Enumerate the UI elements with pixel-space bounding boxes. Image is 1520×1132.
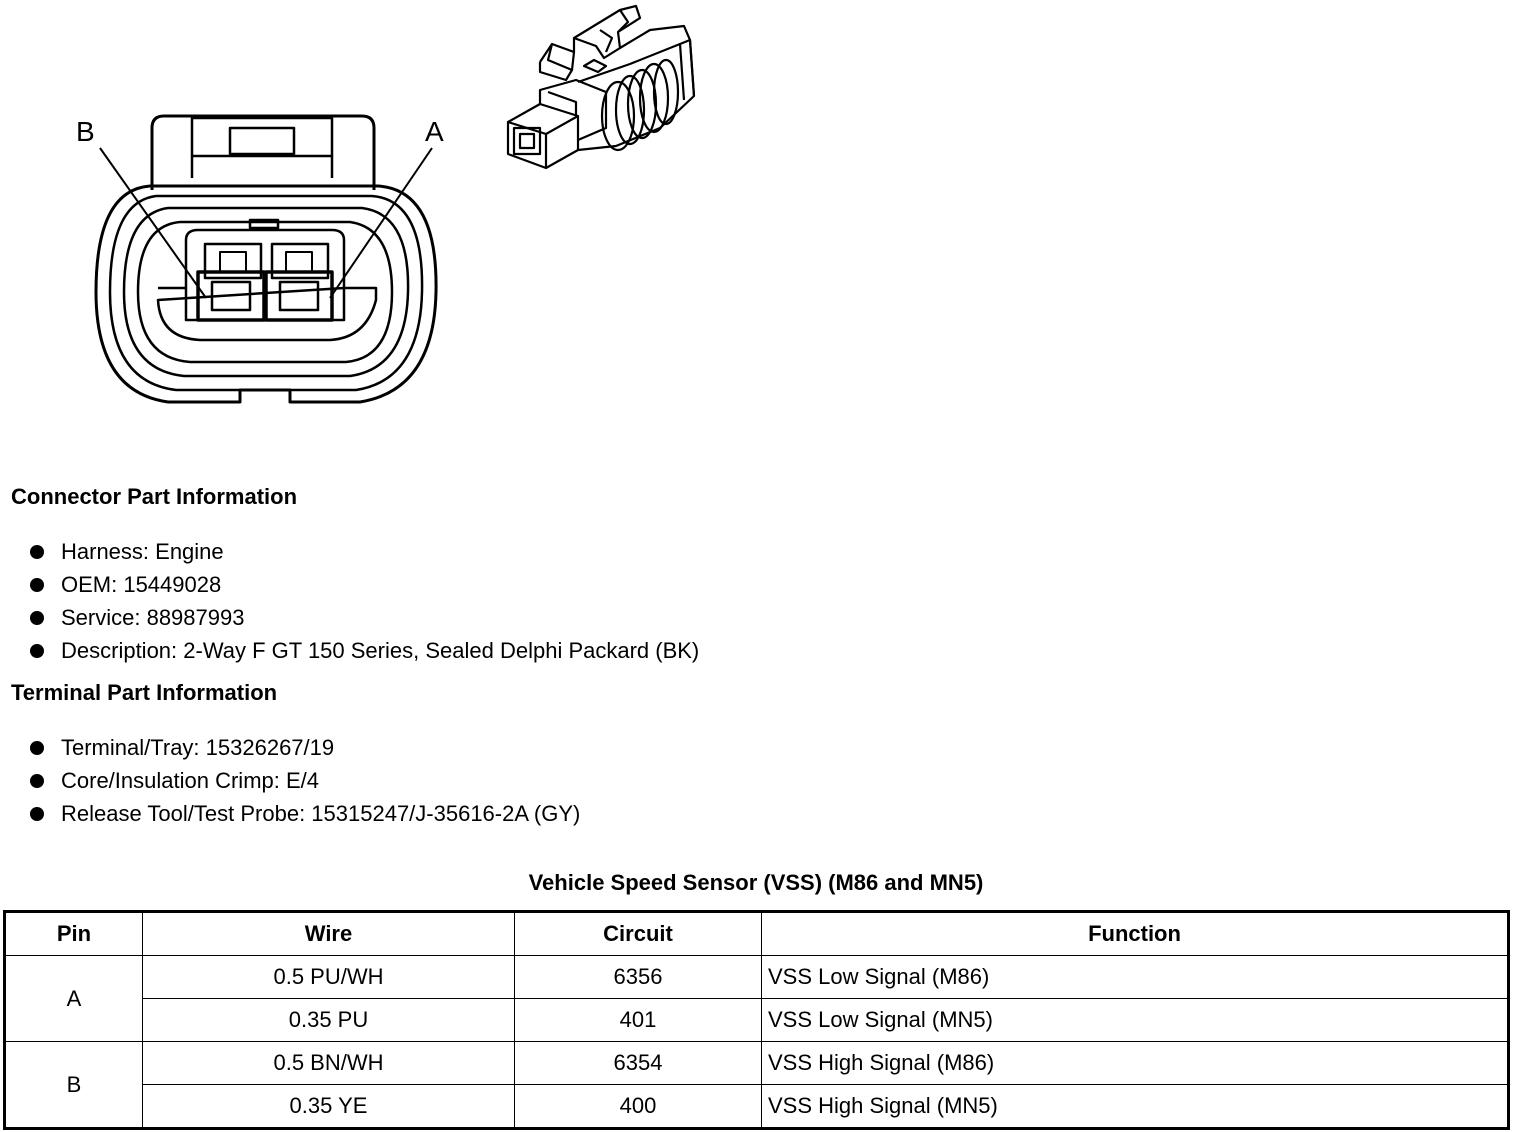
pinout-table-title: Vehicle Speed Sensor (VSS) (M86 and MN5): [528, 870, 984, 895]
bullet-icon: [30, 611, 44, 625]
wire-cell: 0.35 PU: [142, 998, 515, 1042]
description-text: Description: 2-Way F GT 150 Series, Seal…: [61, 638, 700, 663]
table-header-row: Pin Wire Circuit Function: [5, 912, 1508, 956]
oem-text: OEM: 15449028: [61, 572, 222, 597]
wire-cell: 0.5 BN/WH: [142, 1041, 515, 1085]
latch-housing: [150, 114, 376, 190]
terminal-b-back: [203, 242, 263, 280]
harness-text: Harness: Engine: [61, 539, 224, 564]
crimp-text: Core/Insulation Crimp: E/4: [61, 768, 319, 793]
table-row: A 0.5 PU/WH 6356 VSS Low Signal (M86): [5, 955, 1508, 1042]
header-pin: Pin: [5, 912, 143, 956]
terminal-a-back: [270, 242, 330, 280]
lock-shelf: [156, 286, 378, 342]
function-cell: VSS Low Signal (MN5): [761, 998, 1508, 1042]
table-row: B 0.5 BN/WH 6354 VSS High Signal (M86): [5, 1041, 1508, 1128]
bullet-icon: [30, 807, 44, 821]
connector-isometric-illustration: [506, 4, 696, 170]
terminal-part-info-heading: Terminal Part Information: [11, 680, 278, 705]
release-tool-text: Release Tool/Test Probe: 15315247/J-3561…: [61, 801, 581, 826]
list-item: Service: 88987993: [30, 603, 699, 636]
header-wire: Wire: [142, 912, 515, 956]
seal-oval: [122, 206, 410, 378]
outer-oval: [94, 184, 438, 404]
bullet-icon: [30, 774, 44, 788]
function-cell: VSS Low Signal (M86): [761, 955, 1508, 999]
connector-face-diagram: [94, 114, 438, 404]
connector-part-info-list: Harness: Engine OEM: 15449028 Service: 8…: [30, 537, 699, 669]
circuit-cell: 6354: [514, 1041, 762, 1085]
circuit-cell: 401: [514, 998, 762, 1042]
wire-cell: 0.5 PU/WH: [142, 955, 515, 999]
header-function: Function: [761, 912, 1508, 956]
connector-part-info-heading: Connector Part Information: [11, 484, 298, 509]
pin-cell: A: [5, 955, 143, 1042]
latch-tab: [228, 126, 296, 156]
latch-slot: [190, 116, 334, 158]
function-cell: VSS High Signal (MN5): [761, 1084, 1508, 1128]
terminal-tray-text: Terminal/Tray: 15326267/19: [61, 735, 335, 760]
header-circuit: Circuit: [514, 912, 762, 956]
pinout-table: Pin Wire Circuit Function A 0.5 PU/WH 63…: [3, 910, 1510, 1130]
bullet-icon: [30, 741, 44, 755]
pin-a-label: A: [425, 116, 444, 147]
circuit-cell: 400: [514, 1084, 762, 1128]
outer-oval-2: [108, 194, 424, 392]
bullet-icon: [30, 545, 44, 559]
inner-oval: [136, 220, 394, 364]
bullet-icon: [30, 578, 44, 592]
list-item: Release Tool/Test Probe: 15315247/J-3561…: [30, 799, 580, 832]
leader-line-b: [99, 147, 207, 299]
list-item: Core/Insulation Crimp: E/4: [30, 766, 580, 799]
pin-b-label: B: [76, 116, 95, 147]
circuit-cell: 6356: [514, 955, 762, 999]
function-cell: VSS High Signal (M86): [761, 1041, 1508, 1085]
list-item: OEM: 15449028: [30, 570, 699, 603]
terminal-b: [196, 270, 266, 322]
service-text: Service: 88987993: [61, 605, 245, 630]
pin-cell: B: [5, 1041, 143, 1128]
table-row: 0.35 PU 401 VSS Low Signal (MN5): [6, 998, 1508, 1042]
wire-cell: 0.35 YE: [142, 1084, 515, 1128]
key-tab: [248, 218, 280, 230]
bullet-icon: [30, 644, 44, 658]
terminal-part-info-list: Terminal/Tray: 15326267/19 Core/Insulati…: [30, 733, 580, 832]
terminal-cavity-frame: [184, 228, 346, 322]
list-item: Terminal/Tray: 15326267/19: [30, 733, 580, 766]
leader-line-a: [329, 147, 433, 299]
table-row: 0.35 YE 400 VSS High Signal (MN5): [6, 1084, 1508, 1128]
list-item: Description: 2-Way F GT 150 Series, Seal…: [30, 636, 699, 669]
list-item: Harness: Engine: [30, 537, 699, 570]
